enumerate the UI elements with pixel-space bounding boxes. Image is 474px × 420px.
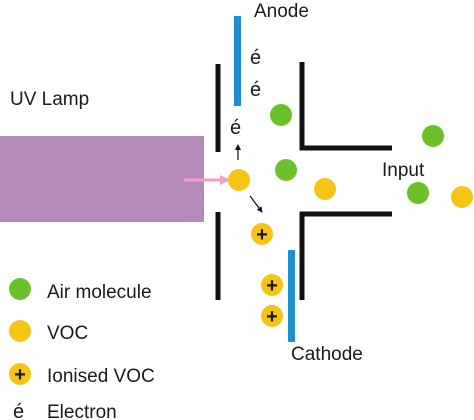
input-label: Input	[382, 160, 425, 181]
svg-text:+: +	[266, 275, 278, 297]
legend-voc-label: VOC	[47, 323, 88, 344]
ionised-voc: +	[261, 305, 283, 328]
electron-symbol: é	[250, 47, 261, 69]
ionised-voc: +	[251, 223, 273, 246]
air-molecule	[270, 104, 292, 126]
legend-ionised-plus: +	[14, 364, 26, 386]
ion-drift-arrow	[249, 195, 263, 213]
legend-air-label: Air molecule	[47, 282, 152, 303]
electron-symbol: é	[250, 79, 261, 101]
ionised-voc: +	[261, 274, 283, 297]
legend-item-ionised-voc: + Ionised VOC	[9, 363, 155, 387]
legend-ionised-label: Ionised VOC	[47, 366, 155, 387]
svg-text:+: +	[256, 224, 268, 246]
voc-molecule	[451, 186, 473, 208]
anode-electrode	[234, 16, 241, 106]
legend-item-voc: VOC	[9, 320, 88, 344]
svg-text:+: +	[266, 306, 278, 328]
voc-molecule	[228, 169, 250, 191]
air-molecule	[407, 182, 429, 204]
chamber-wall-upper-right	[299, 62, 392, 151]
voc-molecule	[314, 178, 336, 200]
air-molecule	[275, 159, 297, 181]
legend-item-air-molecule: Air molecule	[9, 278, 152, 303]
legend-electron-label: Electron	[47, 402, 117, 420]
cathode-electrode	[288, 250, 295, 342]
legend-ionised-swatch	[9, 363, 31, 385]
legend: Air molecule VOC + Ionised VOC é Electro…	[9, 278, 155, 420]
electron-symbol: é	[230, 117, 241, 139]
cathode-label: Cathode	[291, 344, 363, 365]
uv-lamp	[0, 136, 204, 222]
legend-electron-symbol: é	[13, 401, 24, 420]
legend-air-swatch	[9, 278, 31, 300]
air-molecule	[422, 125, 444, 147]
uv-lamp-label: UV Lamp	[10, 89, 89, 110]
chamber-wall-lower-right	[299, 211, 392, 300]
anode-label: Anode	[254, 1, 309, 22]
legend-voc-swatch	[9, 320, 31, 342]
legend-item-electron: é Electron	[13, 401, 117, 420]
